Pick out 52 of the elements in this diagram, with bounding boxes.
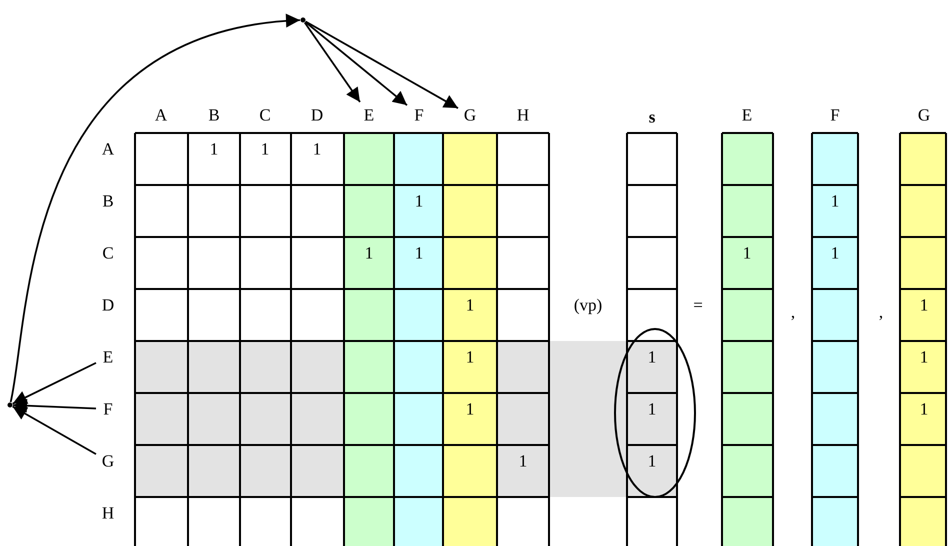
cell-value: 1 — [830, 192, 840, 210]
cell-value: 1 — [260, 140, 270, 158]
row-header: E — [102, 348, 114, 366]
arrow — [304, 22, 361, 103]
comma: , — [878, 304, 884, 320]
arrow — [304, 21, 408, 106]
arrow-junction — [8, 402, 12, 408]
cell-value: 1 — [466, 348, 474, 366]
arrow-junction — [300, 18, 306, 22]
column-header: H — [516, 106, 530, 124]
arrow — [305, 20, 458, 109]
row-header: F — [103, 400, 113, 418]
cell-value: 1 — [830, 244, 840, 262]
cell-value: 1 — [414, 192, 424, 210]
arrow — [12, 362, 96, 404]
cell-value: 1 — [920, 296, 928, 314]
arrow — [12, 406, 96, 455]
comma: , — [790, 304, 796, 320]
vector-header: F — [830, 106, 840, 124]
row-header: H — [102, 504, 114, 522]
arrow — [12, 398, 96, 413]
column-header: G — [464, 106, 476, 124]
vector-header: s — [648, 108, 656, 126]
vector-header: E — [742, 106, 752, 124]
row-header: A — [102, 140, 114, 158]
column-header: C — [259, 106, 271, 124]
cell-value: 1 — [364, 244, 374, 262]
column-header: F — [414, 106, 424, 124]
cell-value: 1 — [414, 244, 424, 262]
row-header: B — [102, 192, 114, 210]
row-header: D — [102, 296, 114, 314]
cell-value: 1 — [210, 140, 218, 158]
column-header: D — [310, 106, 324, 124]
column-header: B — [208, 106, 220, 124]
cell-value: 1 — [648, 400, 656, 418]
vector-header: G — [918, 106, 930, 124]
cell-value: 1 — [920, 400, 928, 418]
curved-arrow — [10, 14, 300, 402]
row-header: C — [102, 244, 114, 262]
column-header: A — [154, 106, 168, 124]
cell-value: 1 — [518, 452, 528, 470]
column-header: E — [364, 106, 374, 124]
cell-value: 1 — [648, 348, 656, 366]
cell-value: 1 — [466, 400, 474, 418]
operator-label: (vp) — [574, 296, 602, 314]
cell-value: 1 — [920, 348, 928, 366]
row-header: G — [102, 452, 114, 470]
cell-value: 1 — [742, 244, 752, 262]
cell-value: 1 — [466, 296, 474, 314]
cell-value: 1 — [312, 140, 322, 158]
equals-sign: = — [693, 296, 703, 314]
cell-value: 1 — [648, 452, 656, 470]
